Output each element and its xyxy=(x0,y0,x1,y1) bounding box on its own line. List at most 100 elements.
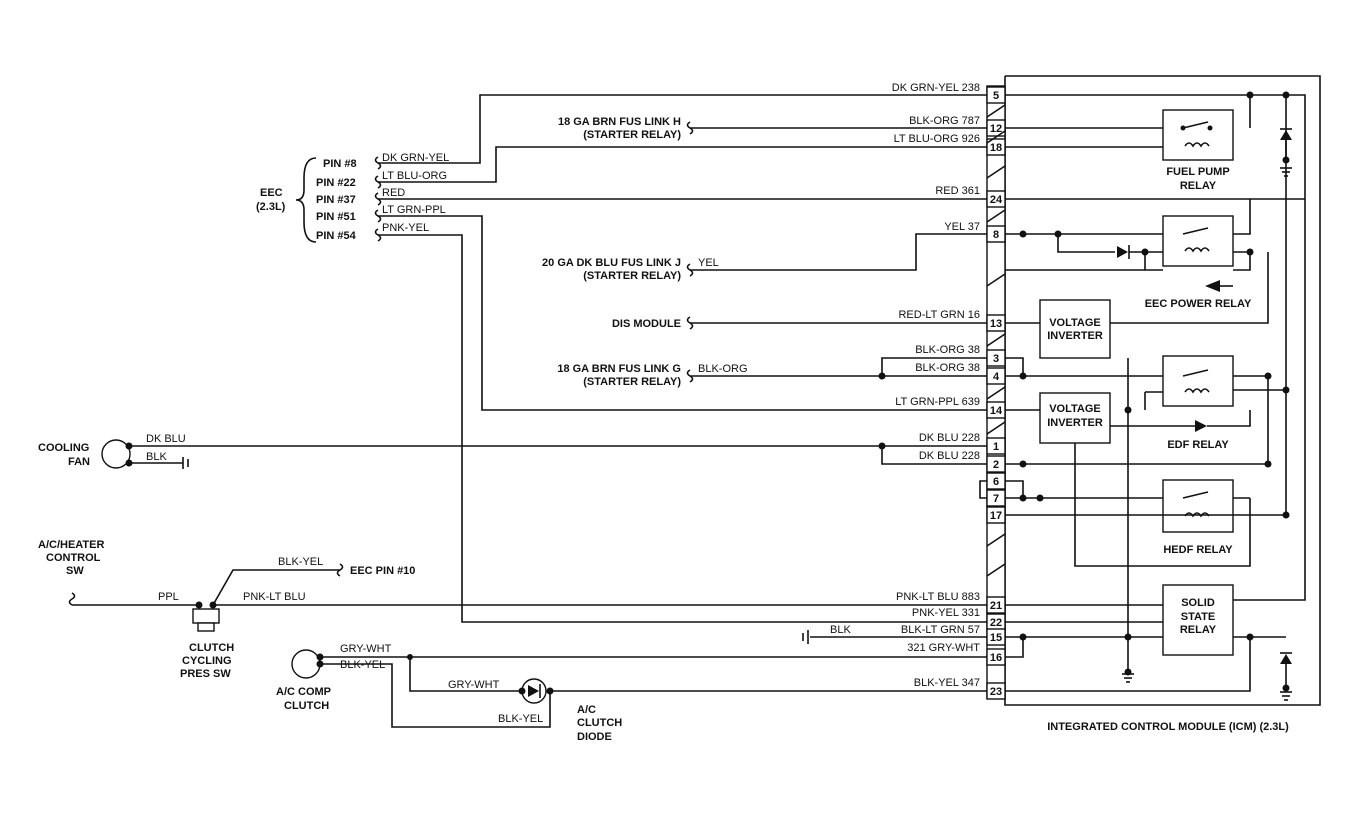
connector-pin-number: 17 xyxy=(990,510,1002,522)
connector-separator xyxy=(986,421,1006,435)
voltage-inverter-1 xyxy=(1039,299,1111,359)
eec-power-relay xyxy=(1162,215,1234,267)
ssr-label-2: STATE xyxy=(1181,611,1215,623)
fan-labels: COOLING FAN DK BLU BLK xyxy=(38,433,186,468)
circuit-label: DK BLU 228 xyxy=(919,432,980,444)
connector-separator xyxy=(986,273,1006,287)
wire-color-label: BLK xyxy=(830,624,851,636)
eec-pin-label: PIN #22 xyxy=(316,177,356,189)
wire-color-label: BLK-YEL xyxy=(340,659,385,671)
wire-color-label: GRY-WHT xyxy=(448,679,500,691)
connector-pin-number: 22 xyxy=(990,617,1002,629)
eec-pin10-label: EEC PIN #10 xyxy=(350,565,415,577)
wire-color-label: LT GRN-PPL xyxy=(382,204,446,216)
source-labels: 18 GA BRN FUS LINK H (STARTER RELAY) 20 … xyxy=(542,116,747,388)
wire-color-label: YEL xyxy=(698,257,719,269)
connector-separator xyxy=(986,533,1006,547)
circuit-label: DK BLU 228 xyxy=(919,450,980,462)
ac-control-label-2: CONTROL xyxy=(46,552,101,564)
eec-pin-label: PIN #51 xyxy=(316,211,356,223)
circuit-label: LT GRN-PPL 639 xyxy=(895,396,980,408)
connector-pin-number: 15 xyxy=(990,632,1002,644)
hedf-relay-label: HEDF RELAY xyxy=(1163,544,1233,556)
eec-power-relay-label: EEC POWER RELAY xyxy=(1145,298,1252,310)
connector-pin-number: 14 xyxy=(990,405,1003,417)
source-connectors xyxy=(68,121,694,606)
comp-clutch-label: A/C COMP xyxy=(276,686,331,698)
wire-color-label: LT BLU-ORG xyxy=(382,170,447,182)
wire-color-label: BLK-YEL xyxy=(278,556,323,568)
circuit-label: YEL 37 xyxy=(944,221,980,233)
circuit-label: PNK-YEL 331 xyxy=(912,607,980,619)
harness-wires xyxy=(72,94,987,728)
eec-labels: EEC (2.3L) PIN #8 PIN #22 PIN #37 PIN #5… xyxy=(256,152,449,242)
wire-color-label: DK GRN-YEL xyxy=(382,152,449,164)
eec-brace xyxy=(295,157,317,243)
junctions xyxy=(878,372,886,450)
eec-pin-label: PIN #54 xyxy=(316,230,357,242)
circuit-label: RED 361 xyxy=(935,185,980,197)
connector-pin-number: 3 xyxy=(993,353,999,365)
circuit-label: BLK-ORG 38 xyxy=(915,344,980,356)
fuse-link-g-label: 18 GA BRN FUS LINK G xyxy=(557,363,681,375)
ac-compressor-clutch xyxy=(291,649,324,679)
ac-control-label-3: SW xyxy=(66,565,84,577)
connector-pin-number: 6 xyxy=(993,476,999,488)
edf-relay-label: EDF RELAY xyxy=(1167,439,1229,451)
eec-pin-connectors xyxy=(374,156,382,242)
cooling-fan-label: COOLING xyxy=(38,442,89,454)
icm-labels: FUEL PUMP RELAY EEC POWER RELAY VOLTAGE … xyxy=(1047,166,1289,733)
diode-label-3: DIODE xyxy=(577,731,612,743)
cooling-fan xyxy=(101,439,133,469)
connector-separator xyxy=(986,104,1006,118)
cooling-fan-label-2: FAN xyxy=(68,456,90,468)
comp-clutch-label-2: CLUTCH xyxy=(284,700,329,712)
circuit-label: RED-LT GRN 16 xyxy=(898,309,980,321)
solid-state-relay xyxy=(1162,584,1234,656)
inverter1-label: VOLTAGE xyxy=(1049,317,1101,329)
inverter2-label-2: INVERTER xyxy=(1047,417,1103,429)
circuit-label: DK GRN-YEL 238 xyxy=(892,82,980,94)
connector-separator xyxy=(986,563,1006,577)
dis-module-label: DIS MODULE xyxy=(612,318,681,330)
connector-separator xyxy=(986,130,1006,144)
wire-color-label: GRY-WHT xyxy=(340,643,392,655)
circuit-label: PNK-LT BLU 883 xyxy=(896,591,980,603)
ac-labels: A/C/HEATER CONTROL SW PPL BLK-YEL EEC PI… xyxy=(38,539,851,743)
connector-pin-number: 4 xyxy=(993,371,1000,383)
diode-label-2: CLUTCH xyxy=(577,717,622,729)
wire-color-label: BLK-ORG xyxy=(698,363,748,375)
connector-pin-number: 23 xyxy=(990,686,1002,698)
circuit-label: BLK-YEL 347 xyxy=(914,677,980,689)
fuse-link-h-sub: (STARTER RELAY) xyxy=(583,129,681,141)
circuit-label: BLK-ORG 787 xyxy=(909,115,980,127)
clutch-switch-label-3: PRES SW xyxy=(180,668,231,680)
circuit-label: LT BLU-ORG 926 xyxy=(894,133,980,145)
clutch-switch-label-2: CYCLING xyxy=(182,655,232,667)
ssr-label: SOLID xyxy=(1181,597,1215,609)
diode-label: A/C xyxy=(577,704,596,716)
connector-pin-number: 2 xyxy=(993,459,999,471)
connector-pin-number: 1 xyxy=(993,441,999,453)
circuit-label: BLK-LT GRN 57 xyxy=(901,624,980,636)
wire-color-label: BLK-YEL xyxy=(498,713,543,725)
wire-color-label: PNK-YEL xyxy=(382,222,429,234)
connector-pin-number: 18 xyxy=(990,142,1002,154)
fuel-pump-relay-label-2: RELAY xyxy=(1180,180,1217,192)
eec-subtitle: (2.3L) xyxy=(256,201,286,213)
eec-pin-label: PIN #37 xyxy=(316,194,356,206)
connector-separator xyxy=(986,333,1006,347)
circuit-label: 321 GRY-WHT xyxy=(907,642,980,654)
fuel-pump-relay-label: FUEL PUMP xyxy=(1166,166,1229,178)
ssr-label-3: RELAY xyxy=(1180,624,1217,636)
connector-separator xyxy=(986,209,1006,223)
voltage-inverter-2 xyxy=(1039,392,1111,444)
edf-relay xyxy=(1162,355,1234,407)
hedf-relay xyxy=(1162,479,1234,533)
circuit-label: BLK-ORG 38 xyxy=(915,362,980,374)
connector-pin-number: 5 xyxy=(993,90,999,102)
connector-pin-number: 13 xyxy=(990,318,1002,330)
connector-separator xyxy=(986,386,1006,400)
wire-color-label: DK BLU xyxy=(146,433,186,445)
